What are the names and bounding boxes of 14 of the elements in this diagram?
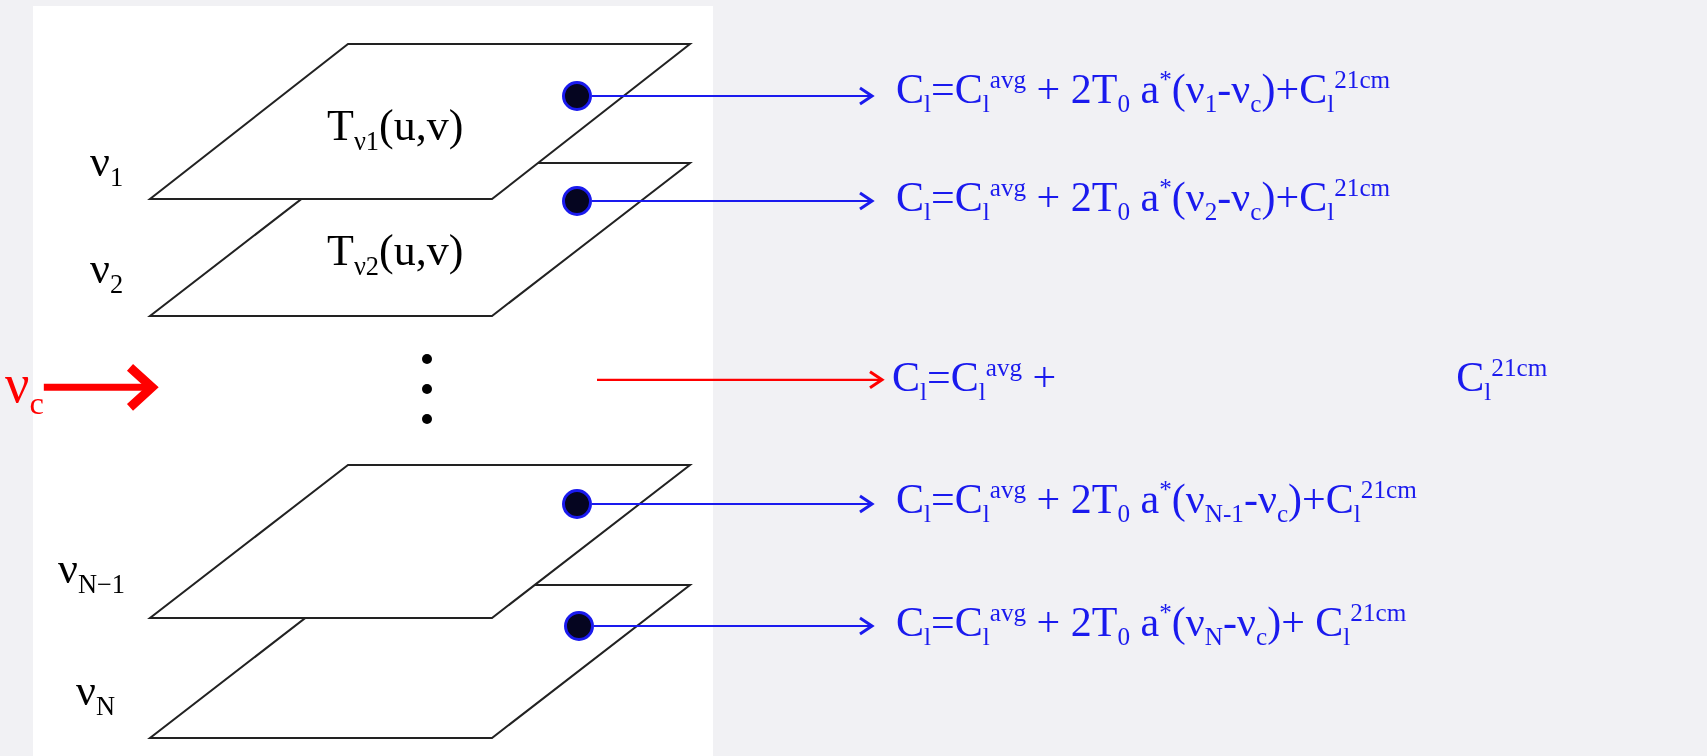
arrow (592, 494, 874, 514)
arrow (43, 362, 157, 412)
arrow (592, 86, 874, 106)
arrow (594, 616, 874, 636)
frequency-label: ν$_{N}$ (76, 669, 115, 720)
arrow (597, 370, 884, 390)
plane-label: T$_{ν2}$(u,v) (327, 229, 464, 280)
frequency-label: ν$_{1}$ (90, 140, 124, 191)
arrow (592, 191, 874, 211)
frequency-label: ν$_{c}$ (5, 353, 44, 423)
plane-label: T$_{ν1}$(u,v) (327, 104, 464, 155)
frequency-label: ν$_{N−1}$ (58, 547, 126, 598)
frequency-label: ν$_{2}$ (90, 247, 124, 298)
equation: C$_{l}$=C$_{l}$$^{avg}$ + (892, 353, 1057, 408)
